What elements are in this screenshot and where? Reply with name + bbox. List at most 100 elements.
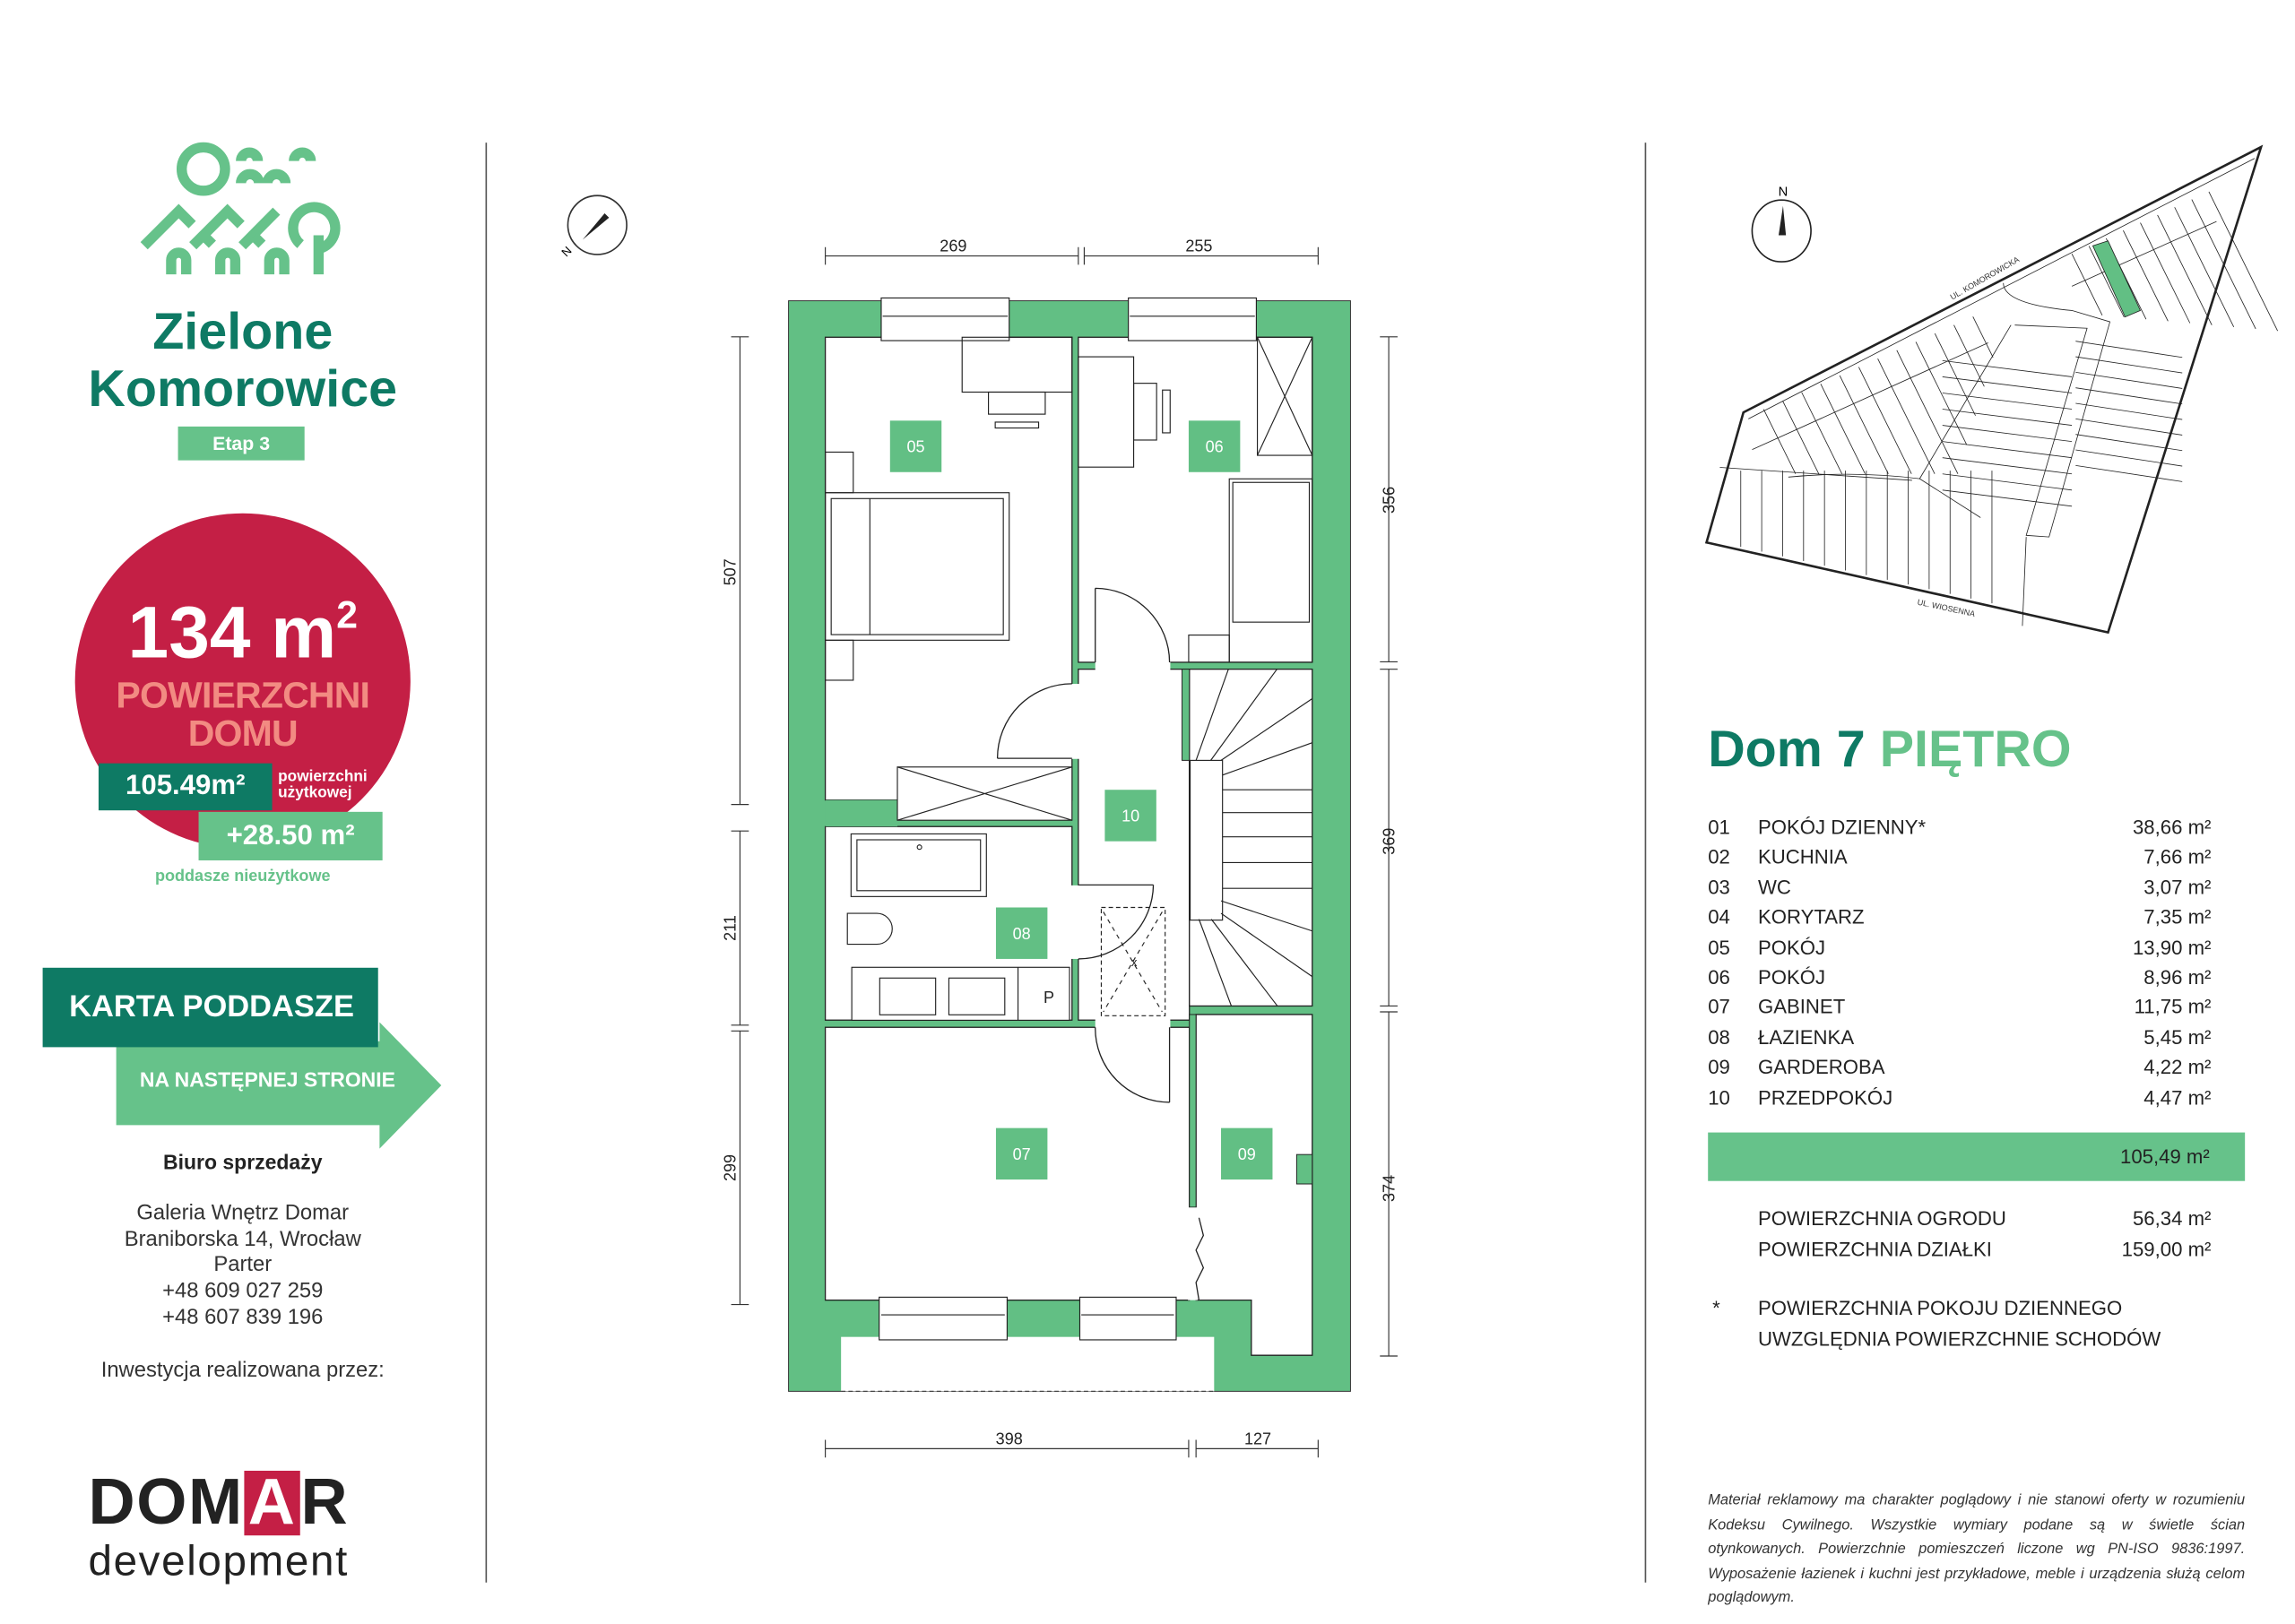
vanity-icon	[851, 966, 1070, 1021]
bed-06-icon	[1228, 478, 1313, 663]
stairs-floor	[1189, 668, 1313, 1007]
next-page-title[interactable]: KARTA PODDASZE	[42, 967, 378, 1048]
site-lot-line	[1763, 410, 1796, 474]
total-area-bar: 105,49 m²	[1708, 1132, 2246, 1181]
site-road	[1788, 325, 2011, 479]
dim-right-3: 374	[1381, 1175, 1399, 1202]
brand-name-line2: Komorowice	[88, 360, 398, 419]
site-lot-line	[1935, 333, 1975, 416]
site-lot-line	[2075, 388, 2182, 404]
dim-bottom-1: 398	[996, 1430, 1023, 1447]
site-lot-line	[1821, 384, 1866, 473]
address-line: Galeria Wnętrz Domar	[136, 1201, 350, 1225]
developer-logo-sub: development	[88, 1538, 350, 1585]
room-name: ŁAZIENKA	[1757, 1026, 1855, 1049]
nightstand-icon	[825, 639, 854, 681]
footnote-line: POWIERZCHNIA POKOJU DZIENNEGO	[1757, 1297, 2123, 1319]
site-lot-line	[1897, 350, 1958, 474]
attic-area-label: poddasze nieużytkowe	[154, 868, 331, 885]
site-lot-line	[1943, 426, 2072, 442]
door-07-icon	[1095, 1027, 1171, 1103]
footnote: *POWIERZCHNIA POKOJU DZIENNEGO	[1708, 1297, 2211, 1326]
shower-mark: x	[1131, 955, 1138, 969]
highlighted-lot	[2092, 241, 2140, 317]
site-lot-line	[2175, 207, 2234, 327]
room-name: POKÓJ DZIENNY*	[1757, 816, 1927, 839]
stairs-icon	[1195, 669, 1313, 1006]
nightstand-icon	[1188, 635, 1230, 663]
terrace	[841, 1336, 1215, 1392]
dim-right-2: 369	[1381, 828, 1399, 855]
room-name: PRZEDPOKÓJ	[1757, 1086, 1893, 1109]
site-lot-line	[1782, 401, 1818, 474]
site-lot-line	[2075, 419, 2182, 435]
dim-top-1: 269	[940, 238, 966, 255]
room-09-floor	[1195, 1014, 1313, 1356]
room-number: 06	[1708, 966, 1730, 989]
next-page-arrow-icon[interactable]	[0, 0, 486, 1177]
site-lot-line	[2075, 357, 2182, 373]
next-page-subtitle[interactable]: NA NASTĘPNEJ STRONIE	[139, 1067, 395, 1092]
site-lot-line	[1753, 343, 1988, 450]
sink-icon	[879, 977, 937, 1015]
site-compass-label: N	[1779, 185, 1788, 199]
total-area-label-line1: POWIERZCHNI	[116, 675, 370, 717]
right-divider	[1644, 143, 1647, 1583]
dim-top-2: 255	[1185, 238, 1212, 255]
house-number: Dom 7	[1708, 721, 1866, 779]
room-area: 38,66 m²	[2132, 816, 2212, 839]
door-06-icon	[1095, 587, 1171, 662]
logo-dom: DOM	[88, 1466, 244, 1539]
room-number: 04	[1708, 906, 1730, 929]
room-area: 7,66 m²	[2143, 846, 2212, 868]
fixture-p-label: P	[1044, 989, 1054, 1006]
site-lot-line	[1943, 376, 2072, 393]
site-lot-line	[1802, 393, 1842, 474]
dim-left-2: 211	[722, 915, 740, 941]
partition-07-09	[1189, 1014, 1197, 1208]
room-number: 01	[1708, 816, 1730, 839]
window-icon	[1128, 297, 1257, 341]
dim-left-1: 507	[722, 558, 740, 585]
room-name: GARDEROBA	[1757, 1056, 1885, 1079]
site-lot-line	[1840, 376, 1888, 474]
plan-compass-icon: N	[559, 194, 628, 259]
door-08-icon	[1078, 884, 1155, 960]
wardrobe-06-icon	[1256, 336, 1313, 456]
site-lot-line	[2075, 341, 2182, 358]
address-line: Braniborska 14, Wrocław	[124, 1227, 361, 1252]
wall-05-08	[825, 799, 898, 827]
site-lot-line	[1943, 393, 2072, 409]
dim-left-3: 299	[722, 1154, 740, 1181]
plan-compass-label: N	[559, 244, 574, 259]
wall-niche	[1295, 1153, 1313, 1185]
room-name: GABINET	[1757, 996, 1846, 1019]
room-number: 08	[1708, 1026, 1730, 1049]
window-icon	[880, 297, 1010, 341]
dimension-lines	[731, 246, 1398, 1458]
room-label-09: 09	[1238, 1145, 1256, 1163]
phone-number[interactable]: +48 607 839 196	[162, 1305, 324, 1330]
phone-number[interactable]: +48 609 027 259	[162, 1279, 324, 1304]
floor-name: PIĘTRO	[1879, 721, 2072, 779]
footnote-line: UWZGLĘDNIA POWIERZCHNIE SCHODÓW	[1757, 1327, 2161, 1351]
site-lot-line	[1953, 325, 1984, 387]
room-row: 01 POKÓJ DZIENNY* 38,66 m²	[1708, 816, 2211, 846]
usable-label-line2: użytkowej	[278, 783, 352, 802]
site-lot-line	[1719, 468, 1911, 480]
stair-wall	[1182, 669, 1191, 761]
site-lot-line	[1748, 159, 2255, 419]
room-number: 10	[1708, 1086, 1730, 1109]
total-area-label-line2: DOMU	[187, 713, 299, 755]
toilet-icon	[846, 912, 893, 946]
attic-area-box: +28.50 m²	[198, 811, 383, 860]
disclaimer: Materiał reklamowy ma charakter poglądow…	[1708, 1492, 2246, 1607]
room-label-08: 08	[1013, 925, 1031, 943]
room-06-floor	[1078, 336, 1313, 663]
